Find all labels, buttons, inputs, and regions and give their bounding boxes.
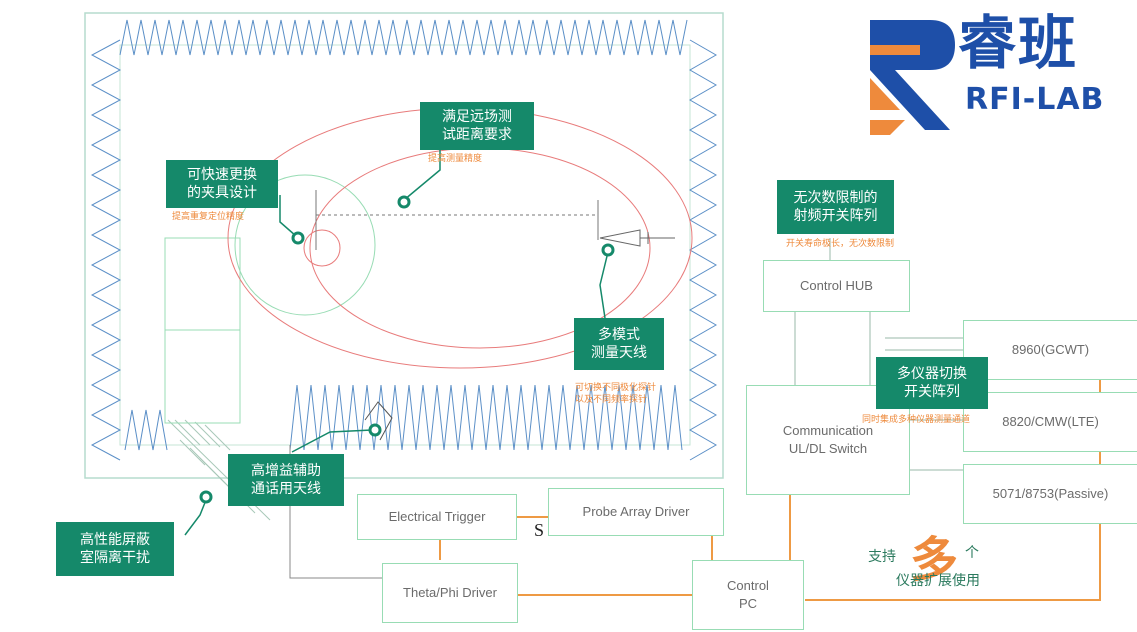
- marker-shielding: [199, 490, 213, 504]
- stray-character: S: [534, 520, 545, 540]
- promo-line2: 仪器扩展使用: [896, 573, 980, 589]
- logo-mark: [870, 20, 955, 135]
- callout-gain: 高增益辅助 通话用天线: [228, 454, 344, 506]
- absorber-left: [90, 39, 122, 461]
- note-farfield: 提高测量精度: [428, 154, 483, 164]
- absorber-right: [688, 39, 718, 461]
- leader-gain: [291, 429, 373, 453]
- theta-phi-driver-block: Theta/Phi Driver: [382, 563, 518, 623]
- note-instrswitch: 同时集成多种仪器测量通道: [862, 415, 971, 425]
- absorber-top: [119, 19, 688, 56]
- chamber-inner-frame: [119, 44, 691, 446]
- instrument-2-block: 8820/CMW(LTE): [963, 392, 1137, 452]
- dut-rotation-circle: [234, 174, 376, 316]
- logo-english-text: RFI-LAB: [965, 82, 1105, 117]
- callout-fixture: 可快速更换 的夹具设计: [166, 160, 278, 208]
- chamber-outer-frame: [84, 12, 724, 479]
- marker-farfield: [397, 195, 411, 209]
- absorber-bottom-left: [124, 409, 168, 451]
- note-rfswitch: 开关寿命极长，无次数限制: [786, 239, 895, 249]
- callout-instrswitch: 多仪器切换 开关阵列: [876, 357, 988, 409]
- promo-suffix: 个: [965, 545, 979, 561]
- callout-antenna: 多模式 测量天线: [574, 318, 664, 370]
- leader-shielding: [184, 499, 207, 536]
- promo-prefix: 支持: [868, 549, 896, 565]
- control-hub-block: Control HUB: [763, 260, 910, 312]
- absorber-bottom: [289, 384, 683, 451]
- note-antenna: 可切换不同极化探针 以及不同频率探针: [575, 383, 657, 405]
- callout-farfield: 满足远场测 试距离要求: [420, 102, 534, 150]
- marker-antenna: [601, 243, 615, 257]
- logo-chinese-text: 睿班: [958, 9, 1079, 77]
- promo-big-char: 多: [910, 532, 959, 588]
- dut-circle: [303, 229, 341, 267]
- probe-antenna: [599, 229, 675, 247]
- instrument-1-block: 8960(GCWT): [963, 320, 1137, 380]
- probe-array-driver-block: Probe Array Driver: [548, 488, 724, 536]
- electrical-trigger-block: Electrical Trigger: [357, 494, 517, 540]
- callout-shielding: 高性能屏蔽 室隔离干扰: [56, 522, 174, 576]
- note-fixture: 提高重复定位精度: [172, 212, 245, 222]
- leader-antenna: [599, 251, 609, 319]
- marker-gain: [368, 423, 382, 437]
- leader-fixture: [279, 195, 297, 237]
- control-pc-block: Control PC: [692, 560, 804, 630]
- marker-fixture: [291, 231, 305, 245]
- instrument-3-block: 5071/8753(Passive): [963, 464, 1137, 524]
- callout-rfswitch: 无次数限制的 射频开关阵列: [777, 180, 894, 234]
- gain-antenna: [364, 401, 393, 441]
